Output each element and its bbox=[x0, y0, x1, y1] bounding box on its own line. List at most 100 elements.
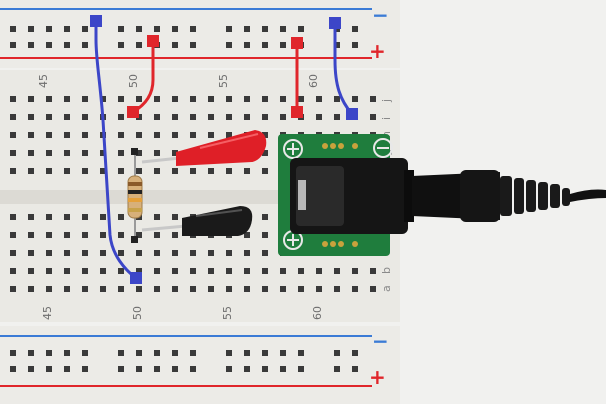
terminal-hole bbox=[118, 214, 124, 220]
rail-hole bbox=[28, 42, 34, 48]
rail-hole bbox=[28, 26, 34, 32]
terminal-hole bbox=[100, 268, 106, 274]
rail-hole bbox=[352, 26, 358, 32]
rail-hole bbox=[190, 26, 196, 32]
terminal-hole bbox=[28, 132, 34, 138]
rail-hole bbox=[334, 42, 340, 48]
rail-hole bbox=[64, 366, 70, 372]
terminal-hole bbox=[82, 96, 88, 102]
rail-hole bbox=[298, 26, 304, 32]
terminal-hole bbox=[64, 268, 70, 274]
terminal-hole bbox=[316, 96, 322, 102]
rail-hole bbox=[82, 26, 88, 32]
rail-hole bbox=[262, 26, 268, 32]
rail-hole bbox=[154, 26, 160, 32]
terminal-hole bbox=[136, 232, 142, 238]
terminal-hole bbox=[154, 214, 160, 220]
blue-wire-left-end-bottom bbox=[130, 272, 142, 284]
rail-hole bbox=[280, 42, 286, 48]
rail-hole bbox=[226, 42, 232, 48]
terminal-hole bbox=[262, 286, 268, 292]
rail-hole bbox=[154, 366, 160, 372]
rail-hole bbox=[10, 350, 16, 356]
terminal-hole bbox=[10, 168, 16, 174]
terminal-hole bbox=[334, 114, 340, 120]
terminal-hole bbox=[100, 214, 106, 220]
terminal-hole bbox=[190, 168, 196, 174]
rail-hole bbox=[244, 366, 250, 372]
terminal-hole bbox=[172, 232, 178, 238]
rail-hole bbox=[64, 42, 70, 48]
rail-hole bbox=[10, 26, 16, 32]
rail-hole bbox=[136, 350, 142, 356]
rail-hole bbox=[352, 350, 358, 356]
terminal-hole bbox=[154, 168, 160, 174]
terminal-hole bbox=[100, 250, 106, 256]
column-number-bottom: 50 bbox=[131, 306, 144, 320]
terminal-hole bbox=[244, 168, 250, 174]
dc-jack-icon bbox=[290, 158, 414, 234]
terminal-hole bbox=[136, 168, 142, 174]
terminal-hole bbox=[118, 286, 124, 292]
terminal-hole bbox=[10, 132, 16, 138]
terminal-hole bbox=[82, 132, 88, 138]
terminal-hole bbox=[172, 250, 178, 256]
terminal-hole bbox=[64, 250, 70, 256]
terminal-hole bbox=[64, 286, 70, 292]
terminal-hole bbox=[316, 268, 322, 274]
blue-wire-right-end-bottom bbox=[346, 108, 358, 120]
terminal-hole bbox=[118, 150, 124, 156]
terminal-hole bbox=[64, 168, 70, 174]
terminal-hole bbox=[154, 268, 160, 274]
terminal-hole bbox=[190, 286, 196, 292]
terminal-hole bbox=[280, 96, 286, 102]
terminal-hole bbox=[118, 168, 124, 174]
terminal-hole bbox=[46, 268, 52, 274]
rail-hole bbox=[190, 42, 196, 48]
terminal-hole bbox=[244, 268, 250, 274]
terminal-hole bbox=[352, 96, 358, 102]
terminal-hole bbox=[82, 250, 88, 256]
terminal-hole bbox=[172, 286, 178, 292]
rail-hole bbox=[118, 366, 124, 372]
terminal-hole bbox=[28, 232, 34, 238]
terminal-hole bbox=[352, 268, 358, 274]
red-wire-right-end-top bbox=[291, 37, 303, 49]
terminal-hole bbox=[244, 250, 250, 256]
terminal-hole bbox=[262, 168, 268, 174]
terminal-hole bbox=[10, 114, 16, 120]
terminal-hole bbox=[46, 214, 52, 220]
row-letter: j bbox=[380, 99, 393, 103]
rail-hole bbox=[352, 366, 358, 372]
terminal-hole bbox=[280, 114, 286, 120]
rail-hole bbox=[136, 26, 142, 32]
black-test-probe-icon bbox=[141, 206, 253, 236]
terminal-hole bbox=[100, 168, 106, 174]
terminal-hole bbox=[154, 150, 160, 156]
terminal-hole bbox=[118, 114, 124, 120]
rail-hole bbox=[46, 350, 52, 356]
terminal-hole bbox=[100, 232, 106, 238]
terminal-hole bbox=[298, 268, 304, 274]
terminal-hole bbox=[316, 286, 322, 292]
terminal-hole bbox=[298, 96, 304, 102]
terminal-hole bbox=[82, 114, 88, 120]
rail-hole bbox=[262, 350, 268, 356]
terminal-hole bbox=[10, 268, 16, 274]
terminal-hole bbox=[136, 132, 142, 138]
terminal-hole bbox=[190, 268, 196, 274]
terminal-hole bbox=[100, 150, 106, 156]
rail-hole bbox=[28, 366, 34, 372]
terminal-hole bbox=[226, 250, 232, 256]
blue-wire-right-end-top bbox=[329, 17, 341, 29]
terminal-hole bbox=[226, 96, 232, 102]
terminal-hole bbox=[190, 132, 196, 138]
terminal-hole bbox=[262, 250, 268, 256]
bottom-plus-label: + bbox=[369, 365, 386, 389]
terminal-hole bbox=[136, 96, 142, 102]
terminal-hole bbox=[118, 96, 124, 102]
rail-hole bbox=[244, 26, 250, 32]
terminal-hole bbox=[82, 232, 88, 238]
terminal-hole bbox=[64, 114, 70, 120]
terminal-hole bbox=[154, 96, 160, 102]
